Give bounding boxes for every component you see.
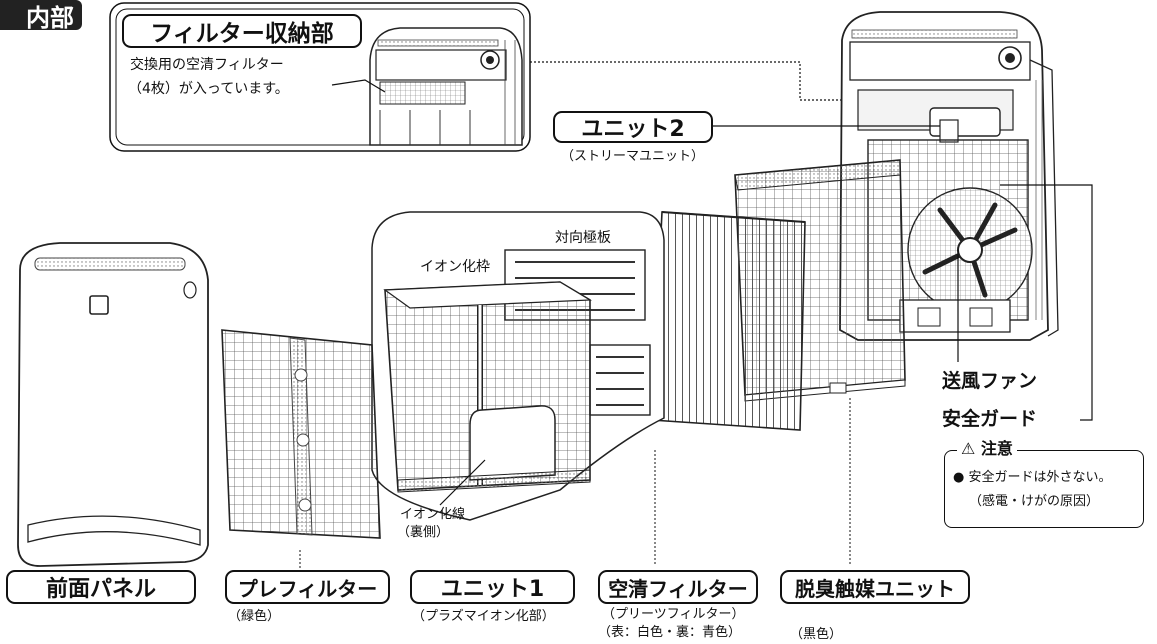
prefilter-illustration	[221, 329, 381, 539]
ion-frame-illustration	[383, 281, 593, 493]
caution-text-1: ● 安全ガードは外さない。	[953, 471, 1112, 484]
deodor-label: 脱臭触媒ユニット	[780, 570, 970, 604]
caution-box: ⚠ 注意 ● 安全ガードは外さない。 （感電・けがの原因）	[944, 441, 1144, 528]
air-filter-label: 空清フィルター	[598, 570, 758, 604]
front-panel-label: 前面パネル	[6, 570, 196, 604]
counter-plate-label: 対向極板	[555, 230, 611, 246]
prefilter-label: プレフィルター	[225, 570, 390, 604]
guard-leader	[1000, 184, 1093, 421]
caution-text-2: （感電・けがの原因）	[969, 494, 1100, 509]
air-filter-sub-label-2: （表：白色・裏：青色）	[598, 625, 742, 640]
unit2-sub-label: （ストリーマユニット）	[561, 149, 705, 164]
warning-triangle-icon: ⚠	[961, 439, 976, 458]
front-panel-illustration	[17, 242, 209, 567]
fan-label: 送風ファン	[942, 370, 1038, 392]
storage-text-1: 交換用の空清フィルター	[130, 57, 284, 73]
caution-text-1-body: 安全ガードは外さない。	[968, 470, 1112, 485]
caution-title: 注意	[980, 439, 1013, 458]
air-filter-sub-label-1: （プリーツフィルター）	[602, 607, 745, 622]
storage-compartment-illustration	[369, 27, 523, 146]
caution-header: ⚠ 注意	[957, 441, 1017, 457]
deodor-sub-label: （黒色）	[790, 627, 843, 642]
storage-leader-line	[331, 79, 386, 93]
ion-wire-label: イオン化線	[400, 507, 466, 522]
unit1-label: ユニット1	[410, 570, 575, 604]
ion-frame-label: イオン化枠	[420, 259, 490, 275]
unit2-label: ユニット2	[553, 111, 713, 143]
ion-wire-sub-label: （裏側）	[397, 525, 450, 540]
storage-text-2: （4枚）が入っています。	[128, 81, 289, 97]
pleated-filter-illustration	[651, 211, 806, 431]
prefilter-sub-label: （緑色）	[228, 609, 281, 624]
bullet-icon: ●	[953, 470, 965, 485]
section-tab: 内部	[0, 0, 82, 32]
storage-title: フィルター収納部	[122, 14, 362, 48]
ion-wire-leader	[439, 459, 486, 506]
unit1-sub-label: （プラズマイオン化部）	[412, 609, 555, 624]
safety-guard-label: 安全ガード	[942, 408, 1038, 430]
